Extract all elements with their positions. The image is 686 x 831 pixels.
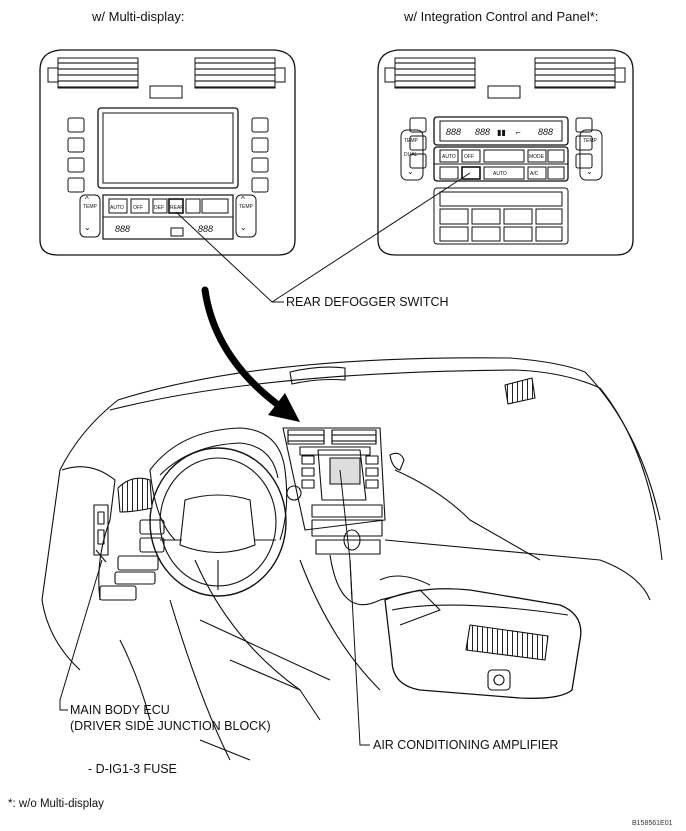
callout-driver-side-junction-block: (DRIVER SIDE JUNCTION BLOCK) — [70, 719, 271, 733]
chevron-down-icon: ⌄ — [240, 223, 247, 232]
figure-id: B158561E01 — [632, 820, 673, 827]
callout-fuse: - D-IG1-3 FUSE — [88, 762, 177, 776]
panel-right-row2-1: A/C — [530, 171, 539, 177]
heading-integration-control: w/ Integration Control and Panel*: — [404, 9, 599, 24]
panel-right-knob-left-label: TEMP — [404, 138, 419, 144]
chevron-up-icon: ^ — [241, 195, 245, 204]
integration-panel-text: 888 888 888 AUTO OFF MODE AUTO A/C TEMP … — [404, 127, 598, 177]
chevron-down-icon: ⌄ — [586, 167, 593, 176]
panel-right-row2-0: AUTO — [493, 171, 507, 177]
panel-right-knob-dual-label: DUAL — [404, 152, 418, 158]
panel-left-knob-label: TEMP — [83, 204, 98, 210]
footnote: *: w/o Multi-display — [8, 798, 104, 810]
heading-multi-display: w/ Multi-display: — [92, 9, 185, 24]
integration-panel — [377, 49, 634, 256]
location-arrow — [201, 286, 289, 414]
panel-right-knob-right-label: TEMP — [583, 138, 598, 144]
dashboard-leaders — [59, 469, 370, 746]
fan-icon: ▮▮ — [497, 128, 506, 137]
callout-rear-defogger-switch: REAR DEFOGGER SWITCH — [286, 295, 449, 309]
panel-left-display-right: 888 — [198, 224, 213, 234]
panel-right-row1-2: MODE — [529, 154, 545, 160]
panel-left-btn-1: OFF — [133, 205, 143, 211]
panel-right-display-mid: 888 — [475, 127, 490, 137]
multi-display-panel — [39, 49, 296, 256]
chevron-up-icon: ^ — [85, 195, 89, 204]
arrow-head-icon — [268, 393, 300, 422]
panel-left-btn-0: AUTO — [110, 205, 124, 211]
dashboard-illustration — [41, 357, 663, 761]
panel-right-row1-0: AUTO — [442, 154, 456, 160]
panel-left-btn-2: DEF — [154, 205, 164, 211]
callout-main-body-ecu: MAIN BODY ECU — [70, 703, 170, 717]
callout-air-conditioning-amplifier: AIR CONDITIONING AMPLIFIER — [373, 738, 559, 752]
panel-right-display-left: 888 — [446, 127, 461, 137]
panel-left-btn-3: REAR — [170, 205, 184, 211]
multi-display-panel-text: AUTO OFF DEF REAR TEMP TEMP 888 888 ⌄ ⌄ … — [83, 195, 254, 234]
seat-icon: ⌐ — [516, 128, 521, 137]
panel-right-row1-1: OFF — [464, 154, 474, 160]
chevron-down-icon: ⌄ — [407, 167, 414, 176]
panel-right-knob-label: TEMP — [239, 204, 254, 210]
panel-left-display-left: 888 — [115, 224, 130, 234]
chevron-down-icon: ⌄ — [84, 223, 91, 232]
panel-right-display-right: 888 — [538, 127, 553, 137]
rear-defogger-leaders — [175, 172, 471, 303]
